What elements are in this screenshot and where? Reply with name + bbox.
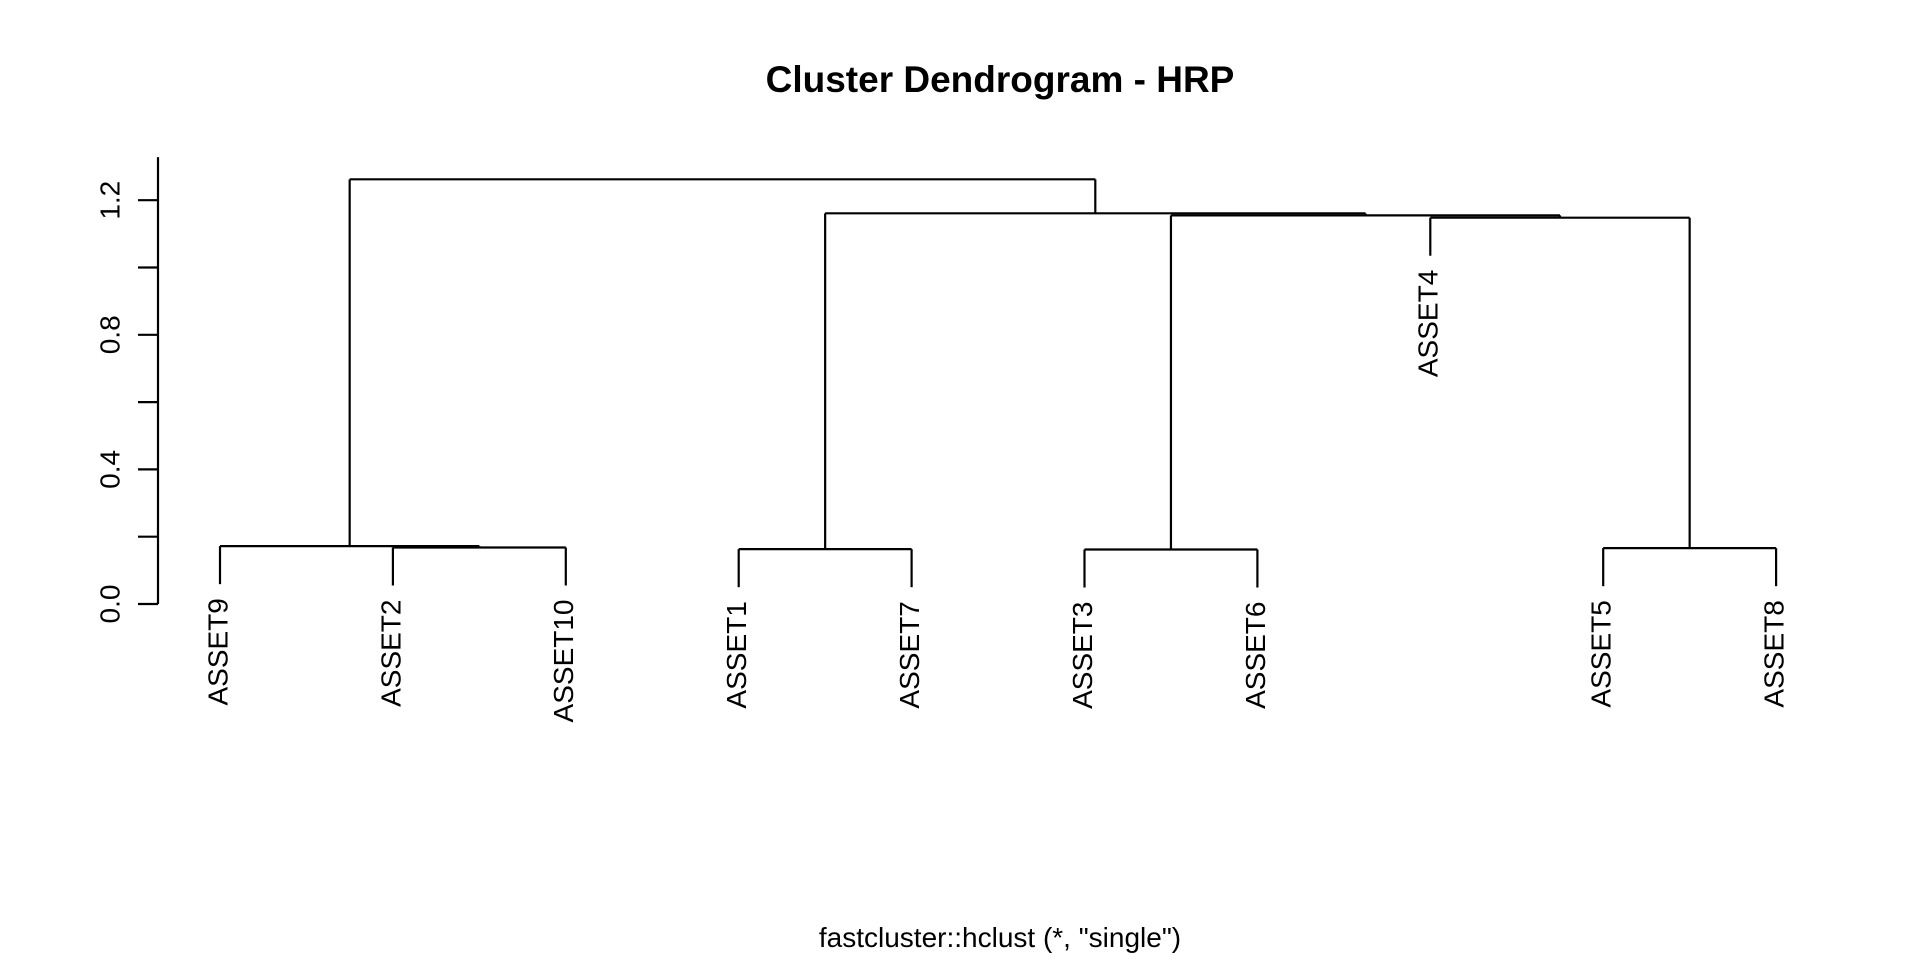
- leaf-label-ASSET8: ASSET8: [1758, 600, 1789, 707]
- leaf-label-ASSET5: ASSET5: [1586, 600, 1617, 707]
- y-axis-tick-label-1.2: 1.2: [94, 181, 125, 220]
- leaf-label-ASSET1: ASSET1: [721, 601, 752, 708]
- y-axis-tick-label-0.0: 0.0: [94, 585, 125, 624]
- chart-title: Cluster Dendrogram - HRP: [765, 59, 1235, 100]
- leaf-label-ASSET4: ASSET4: [1413, 270, 1444, 377]
- leaf-label-ASSET2: ASSET2: [375, 599, 406, 706]
- y-axis-tick-label-0.8: 0.8: [94, 315, 125, 354]
- leaf-label-ASSET3: ASSET3: [1067, 602, 1098, 709]
- leaf-label-ASSET10: ASSET10: [548, 599, 579, 722]
- leaf-label-ASSET9: ASSET9: [202, 598, 233, 705]
- chart-caption: fastcluster::hclust (*, "single"): [818, 922, 1182, 953]
- leaf-label-ASSET6: ASSET6: [1240, 602, 1271, 709]
- y-axis-tick-label-0.4: 0.4: [94, 450, 125, 489]
- leaf-label-ASSET7: ASSET7: [894, 601, 925, 708]
